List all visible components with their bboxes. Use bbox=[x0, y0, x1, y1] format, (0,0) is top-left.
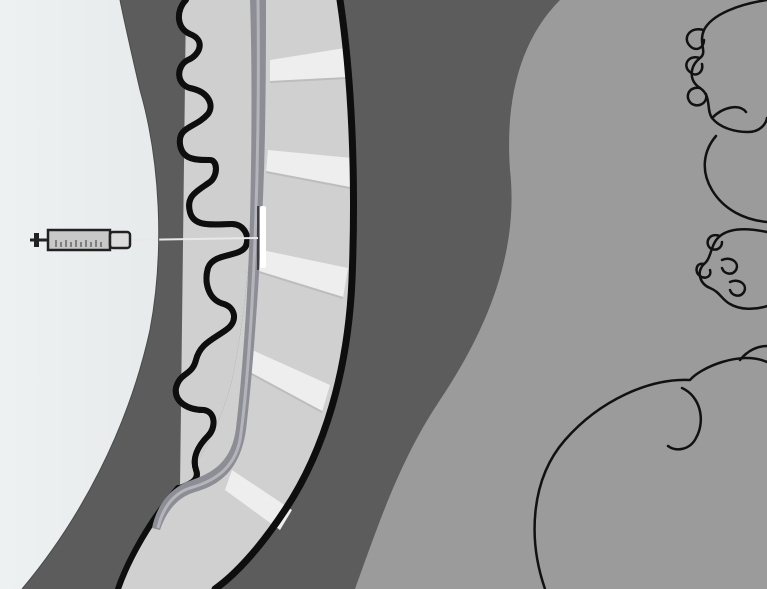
syringe-hub bbox=[110, 232, 130, 248]
syringe-plunger-cap bbox=[34, 233, 39, 247]
catheter-tip-highlight bbox=[260, 206, 266, 268]
